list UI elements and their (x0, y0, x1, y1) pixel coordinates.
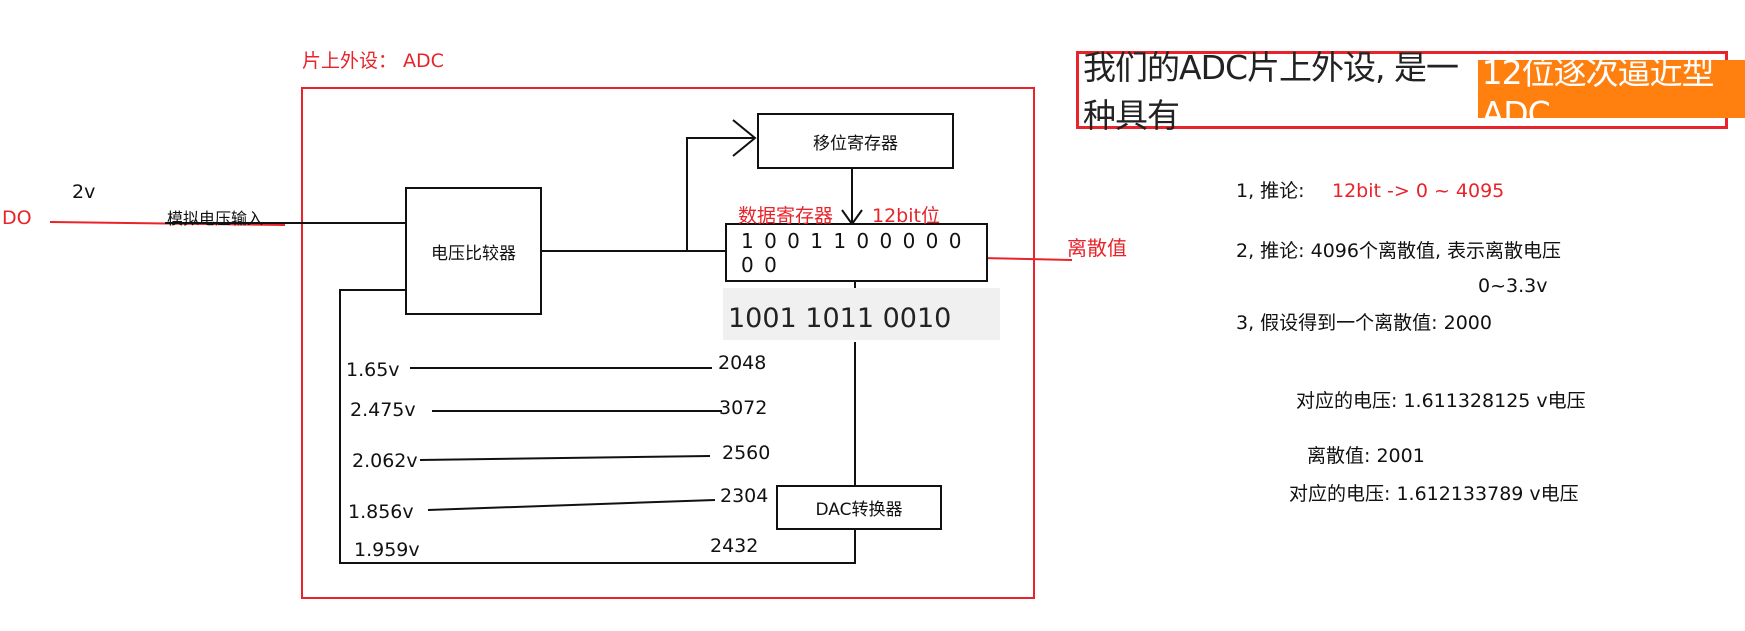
step-code-4: 2304 (720, 485, 769, 507)
callout-highlight: 12位逐次逼近型ADC. (1477, 53, 1745, 133)
note-voltage-1: 对应的电压: 1.611328125 v电压 (1296, 390, 1586, 412)
to-shift-register-line (686, 137, 755, 251)
step-code-1: 2048 (718, 352, 767, 374)
comparator-block: 电压比较器 (405, 187, 542, 315)
note-voltage-2: 对应的电压: 1.612133789 v电压 (1289, 483, 1579, 505)
bits-label: 12bit位 (872, 205, 940, 227)
note-discrete-2: 离散值: 2001 (1307, 445, 1425, 467)
note-1-prefix: 1, 推论: (1236, 180, 1305, 202)
shift-register-block: 移位寄存器 (757, 113, 954, 169)
input-voltage: 2v (72, 181, 96, 203)
analog-input-label: 模拟电压输入 (167, 209, 264, 228)
binary-value-background (723, 288, 1000, 340)
step-voltage-1: 1.65v (346, 359, 400, 381)
data-register-block: 1 0 0 1 1 0 0 0 0 0 0 0 (725, 223, 988, 282)
callout-prefix: 我们的ADC片上外设, 是一种具有 (1083, 48, 1459, 135)
arrow-head-shift (732, 119, 757, 157)
register-output-line (979, 257, 1073, 261)
data-register-label: 数据寄存器 (738, 205, 834, 227)
step-line-4 (427, 499, 716, 511)
feedback-loop (339, 289, 856, 564)
binary-value: 1001 1011 0010 (728, 303, 952, 334)
dac-block: DAC转换器 (776, 485, 942, 530)
note-3: 3, 假设得到一个离散值: 2000 (1236, 312, 1492, 334)
step-code-3: 2560 (722, 442, 771, 464)
step-voltage-5: 1.959v (354, 539, 420, 561)
discrete-value-label: 离散值 (1067, 236, 1127, 260)
step-voltage-2: 2.475v (350, 399, 416, 421)
step-line-3 (419, 455, 711, 461)
do-label: DO (2, 207, 32, 229)
note-2: 2, 推论: 4096个离散值, 表示离散电压 (1236, 240, 1562, 262)
step-voltage-4: 1.856v (348, 501, 414, 523)
note-2-range: 0~3.3v (1478, 275, 1548, 297)
step-code-2: 3072 (719, 397, 768, 419)
peripheral-label: 片上外设： ADC (302, 50, 444, 72)
step-code-5: 2432 (710, 535, 759, 557)
step-voltage-3: 2.062v (352, 450, 418, 472)
note-1-value: 12bit -> 0 ~ 4095 (1332, 180, 1505, 202)
adc-frame (301, 87, 1035, 599)
